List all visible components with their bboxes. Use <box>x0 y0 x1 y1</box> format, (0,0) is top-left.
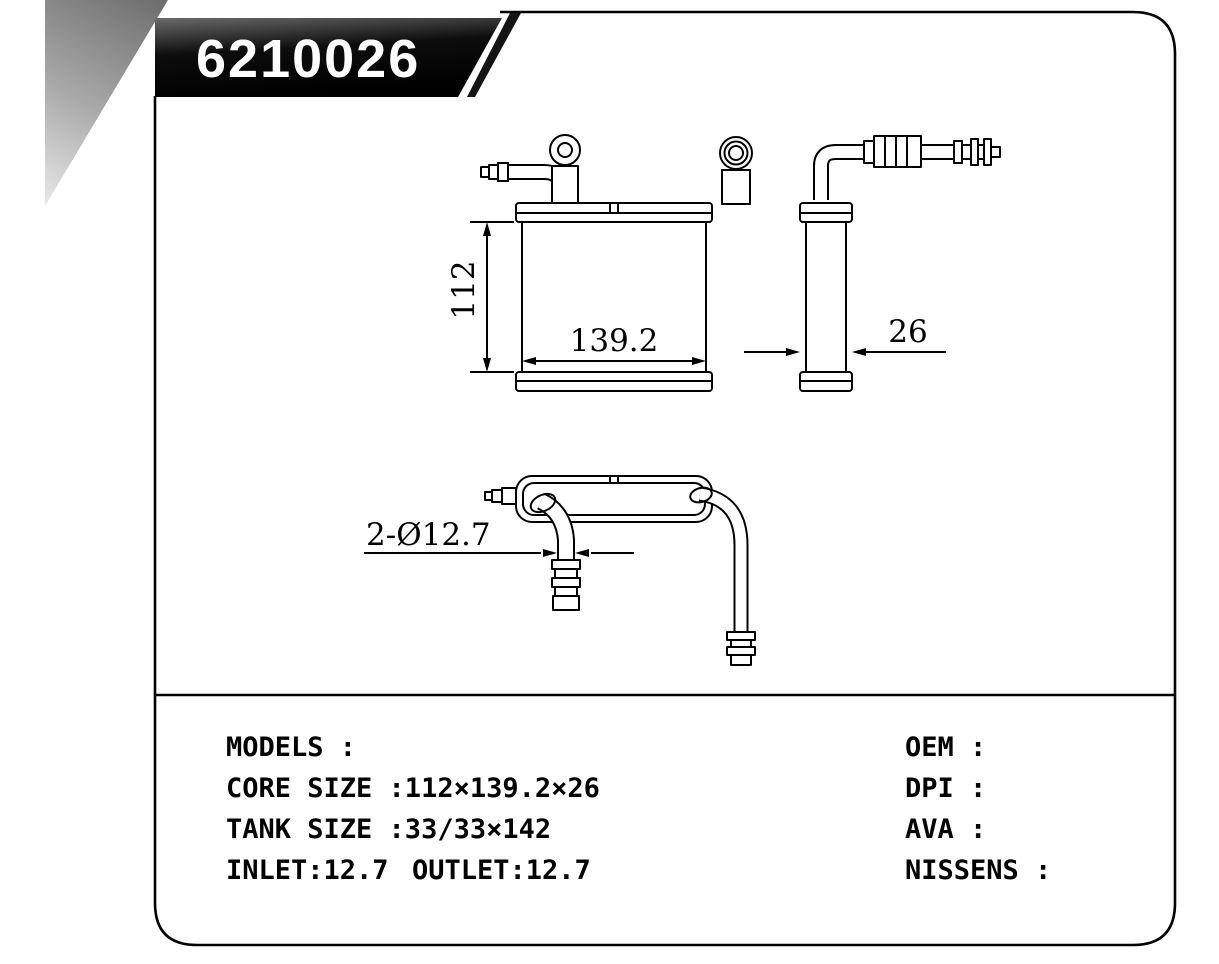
pipe-flange-ring-inner <box>557 142 573 158</box>
bottom-left-pipe <box>529 492 581 611</box>
pipe-riser <box>551 165 579 205</box>
dim-pipe-diameter-label: 2-Ø12.7 <box>366 517 491 553</box>
bottom-view <box>484 475 756 666</box>
sheet-border <box>153 10 1177 947</box>
spec-tank-size: TANK SIZE :33/33×142 <box>226 814 551 845</box>
bottom-right-pipe <box>689 486 756 666</box>
part-number-banner: 6210026 <box>155 13 521 97</box>
hose-barb-fitting <box>551 559 581 611</box>
pipe-bellows-ribs <box>884 136 908 167</box>
front-right-pipe <box>719 136 753 205</box>
dim-core-depth-label: 26 <box>888 314 927 350</box>
left-pipe-joint <box>529 492 557 514</box>
pipe-flange-ring-mid <box>723 140 749 166</box>
dim-core-width-label: 139.2 <box>570 323 659 359</box>
dimension-pipe-diameter: 2-Ø12.7 <box>364 517 634 557</box>
spec-nissens: NISSENS : <box>905 855 1051 886</box>
dim-core-height-label: 112 <box>446 260 482 319</box>
dimensions: 112 139.2 26 2-Ø12.7 <box>364 221 946 557</box>
dim-lines <box>470 221 514 373</box>
pipe-tube <box>920 144 955 160</box>
side-body <box>805 221 847 373</box>
side-view <box>799 135 1001 392</box>
right-pipe-joint <box>689 486 713 504</box>
front-left-pipe <box>480 134 581 205</box>
spec-ava: AVA : <box>905 814 986 845</box>
dim-arrowheads <box>543 549 589 557</box>
spec-dpi: DPI : <box>905 773 986 804</box>
right-pipe-end-fitting <box>726 631 756 666</box>
spec-outlet: OUTLET:12.7 <box>412 855 591 886</box>
dimension-core-height: 112 <box>446 221 514 373</box>
corner-decoration <box>45 0 168 206</box>
spec-models: MODELS : <box>226 732 356 763</box>
top-tank-notch <box>609 203 619 213</box>
spec-oem: OEM : <box>905 732 986 763</box>
right-pipe-bore <box>698 488 747 632</box>
part-number: 6210026 <box>196 29 420 89</box>
pipe-riser <box>721 169 751 205</box>
core-face <box>521 221 707 373</box>
pipe-flange-ring-inner <box>728 145 744 161</box>
left-pipe-bore <box>537 494 573 562</box>
spec-inlet: INLET:12.7 <box>226 855 389 886</box>
spec-table: MODELS : CORE SIZE :112×139.2×26 TANK SI… <box>226 732 1051 886</box>
pipe-collar <box>863 140 875 164</box>
spec-core-size: CORE SIZE :112×139.2×26 <box>226 773 600 804</box>
pipe-end-fitting <box>480 162 509 182</box>
banner-accent-stripe <box>467 13 521 97</box>
quick-connect-fitting <box>953 138 1001 166</box>
bottom-body-notch <box>609 476 619 483</box>
bottom-left-fitting <box>484 487 517 505</box>
side-pipe-bore <box>815 146 870 200</box>
dimension-core-width: 139.2 <box>522 323 706 365</box>
dimension-core-depth: 26 <box>744 314 946 356</box>
banner-shape <box>155 18 502 97</box>
pipe-bellows <box>873 135 922 168</box>
side-pipe <box>813 135 1001 200</box>
front-view <box>480 134 753 392</box>
